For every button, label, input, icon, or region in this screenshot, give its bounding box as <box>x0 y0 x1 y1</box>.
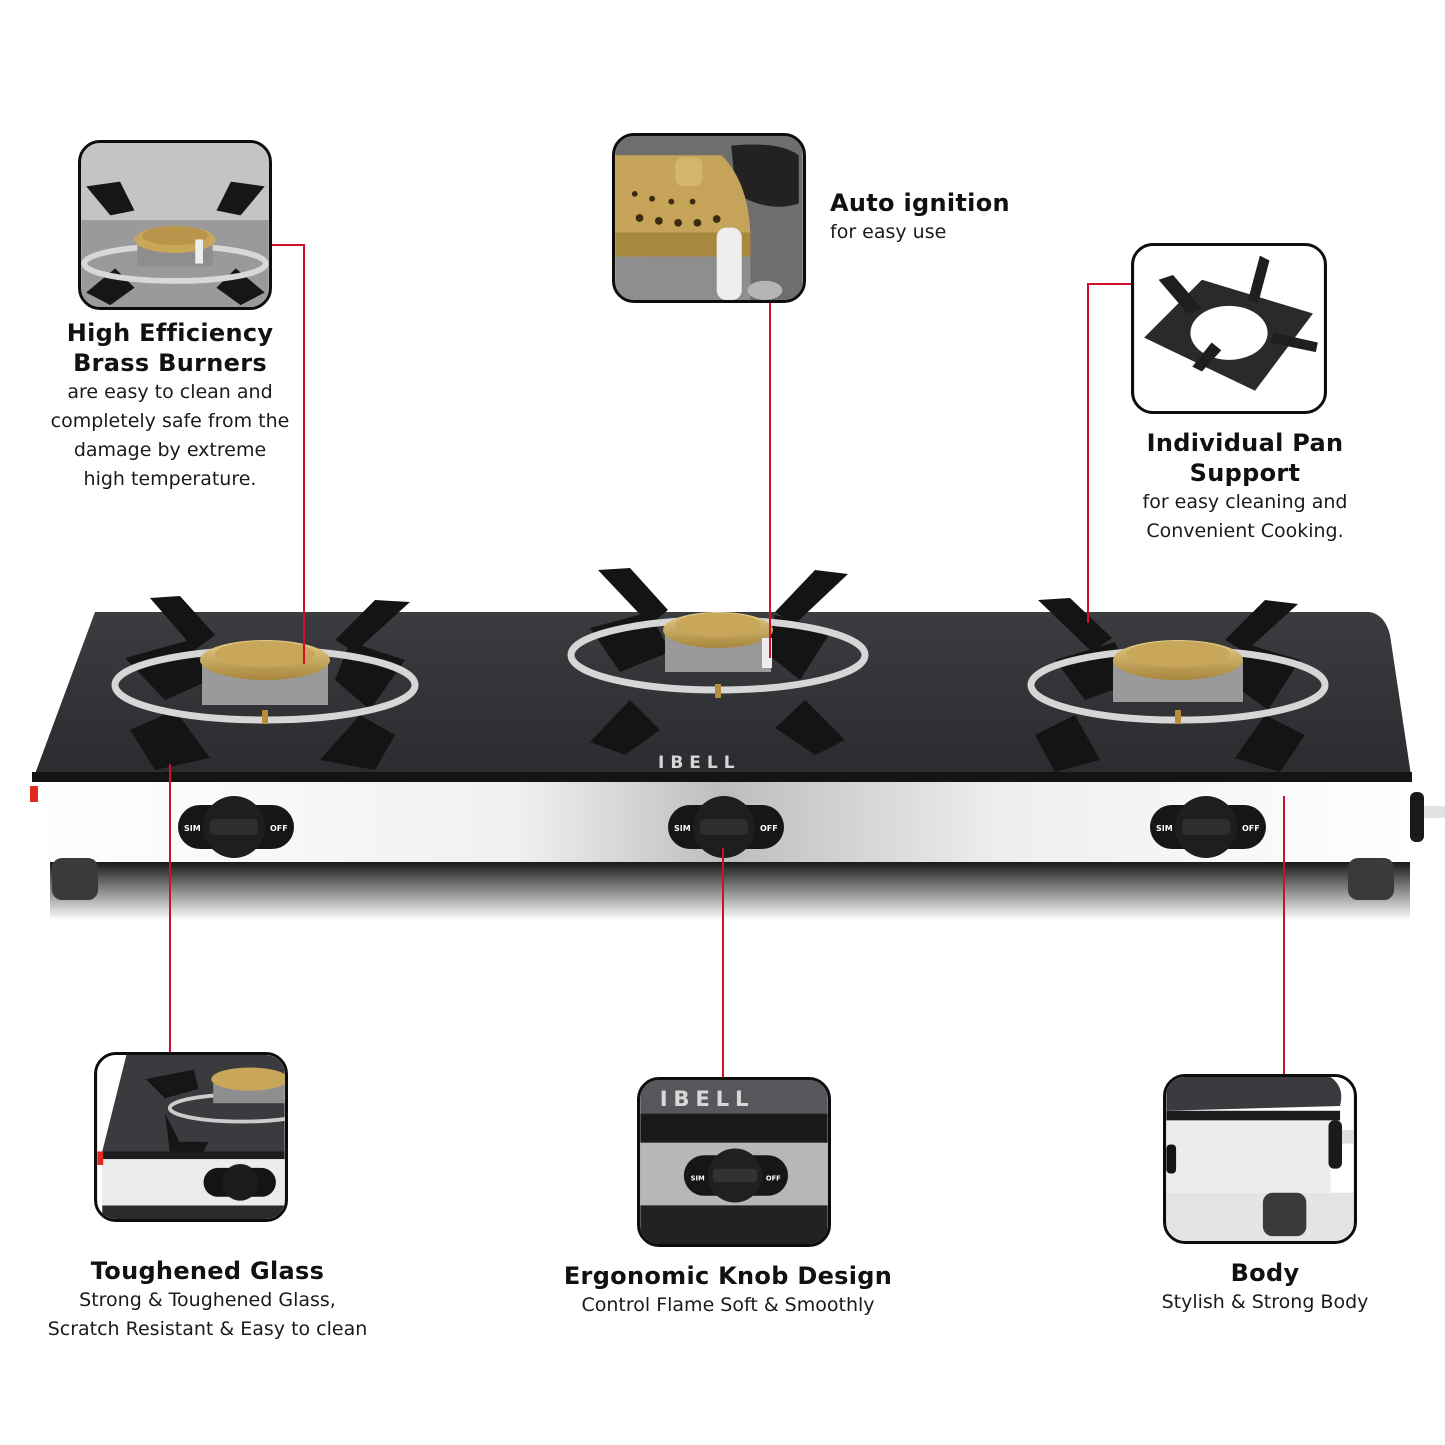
burner-title-line1: High Efficiency <box>66 319 274 347</box>
svg-text:IBELL: IBELL <box>660 1087 755 1112</box>
glass-desc-line2: Scratch Resistant & Easy to clean <box>47 1318 368 1340</box>
svg-text:SIM: SIM <box>674 824 691 833</box>
body-thumbnail <box>1163 1074 1357 1244</box>
glass-caption: Toughened Glass Strong & Toughened Glass… <box>40 1256 375 1344</box>
brass-burner-thumbnail <box>78 140 272 310</box>
ignition-title: Auto ignition <box>830 189 1010 217</box>
burner-center <box>567 568 869 755</box>
burner-left <box>111 596 419 770</box>
knob-right: SIM OFF <box>1150 796 1266 858</box>
burner-desc-line3: damage by extreme <box>73 439 267 461</box>
burner-title-line2: Brass Burners <box>73 349 267 377</box>
knob-caption: Ergonomic Knob Design Control Flame Soft… <box>560 1261 896 1320</box>
knob-desc: Control Flame Soft & Smoothly <box>581 1294 875 1316</box>
toughened-glass-thumbnail <box>94 1052 288 1222</box>
pan-support-thumbnail <box>1131 243 1327 414</box>
brass-burner-closeup-icon <box>81 143 269 307</box>
svg-text:SIM: SIM <box>1156 824 1173 833</box>
gas-stove-image: IBELL <box>0 560 1445 940</box>
burner-callout-line-overlay <box>303 560 305 664</box>
knob-callout-line <box>722 848 724 1077</box>
burner-desc-line2: completely safe from the <box>50 410 290 432</box>
burner-caption: High Efficiency Brass Burners are easy t… <box>40 318 300 494</box>
pan-support-caption: Individual Pan Support for easy cleaning… <box>1090 428 1400 546</box>
glass-callout-line-overlay <box>169 764 171 944</box>
pan-support-closeup-icon <box>1134 246 1324 411</box>
knob-title: Ergonomic Knob Design <box>563 1262 893 1290</box>
glass-desc-line1: Strong & Toughened Glass, <box>79 1289 336 1311</box>
burner-desc-line4: high temperature. <box>83 468 257 490</box>
knob-center: SIM OFF <box>668 796 784 858</box>
ignition-caption: Auto ignition for easy use <box>830 188 1050 247</box>
auto-ignition-thumbnail <box>612 133 806 303</box>
pan-support-callout-line-overlay <box>1087 560 1089 623</box>
pan-support-callout-line-v <box>1087 283 1089 623</box>
knob-callout-line-overlay <box>722 848 724 948</box>
ignition-desc: for easy use <box>830 221 947 243</box>
body-callout-line-overlay <box>1283 796 1285 946</box>
pan-support-callout-line-h <box>1087 283 1131 285</box>
burner-desc-line1: are easy to clean and <box>67 381 273 403</box>
pan-support-desc-line2: Convenient Cooking. <box>1146 520 1344 542</box>
body-title: Body <box>1230 1259 1300 1287</box>
svg-text:OFF: OFF <box>766 1174 781 1182</box>
ignition-callout-line-overlay <box>769 560 771 658</box>
knob-left: SIM OFF <box>178 796 294 858</box>
svg-text:IBELL: IBELL <box>658 753 741 773</box>
glass-title: Toughened Glass <box>90 1257 325 1285</box>
burner-right <box>1027 598 1329 772</box>
pan-support-title: Individual Pan Support <box>1146 429 1344 487</box>
svg-text:OFF: OFF <box>270 824 288 833</box>
body-closeup-icon <box>1166 1077 1354 1241</box>
ignition-callout-line <box>769 303 771 658</box>
toughened-glass-closeup-icon <box>97 1055 285 1219</box>
body-caption: Body Stylish & Strong Body <box>1140 1258 1390 1317</box>
svg-text:SIM: SIM <box>691 1174 705 1182</box>
svg-text:OFF: OFF <box>760 824 778 833</box>
knob-thumbnail: IBELL SIM OFF <box>637 1077 831 1247</box>
svg-text:OFF: OFF <box>1242 824 1260 833</box>
burner-callout-line-v <box>303 244 305 664</box>
body-desc: Stylish & Strong Body <box>1161 1291 1369 1313</box>
svg-text:SIM: SIM <box>184 824 201 833</box>
knob-closeup-icon: IBELL SIM OFF <box>640 1080 828 1244</box>
burner-callout-line-h <box>272 244 305 246</box>
pan-support-desc-line1: for easy cleaning and <box>1142 491 1348 513</box>
auto-ignition-closeup-icon <box>615 136 803 300</box>
